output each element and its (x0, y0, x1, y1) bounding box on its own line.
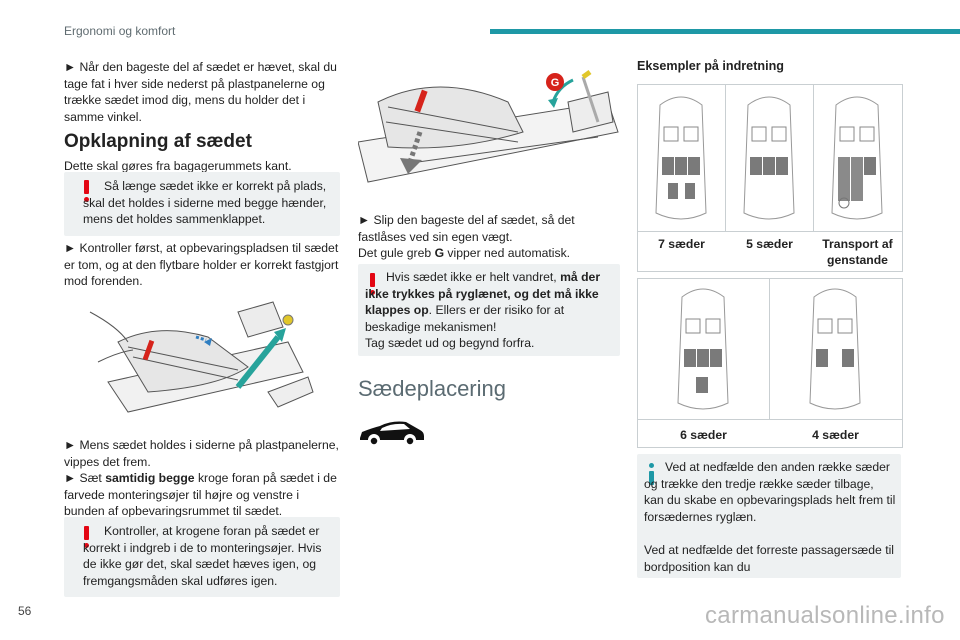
warning-icon (370, 273, 376, 295)
seat-fold-illustration-1 (89, 301, 314, 413)
car-topview-5-seats (743, 96, 795, 220)
caption-5-seats: 5 sæder (746, 237, 793, 251)
step-paragraph-4: ► Slip den bageste del af sædet, så det … (358, 213, 575, 244)
layout-table-2: 6 sæder 4 sæder (637, 278, 903, 448)
running-header: Ergonomi og komfort (64, 24, 176, 38)
car-silhouette-icon (360, 421, 424, 446)
info-box: Ved at nedfælde den anden række sæder og… (637, 454, 901, 578)
car-topview-7-seats (655, 96, 707, 220)
layout-cell-4-seats (770, 279, 901, 419)
car-topview-6-seats (677, 288, 729, 410)
caption-7-seats: 7 sæder (658, 237, 705, 251)
sub-paragraph: Dette skal gøres fra bagagerummets kant. (64, 159, 292, 173)
info-text-2: Ved at nedfælde det forreste passagersæd… (644, 543, 894, 574)
step-paragraph-4b: Det gule greb G vipper ned automatisk. (358, 246, 571, 260)
layout-cell-5-seats (726, 85, 814, 231)
warning-icon (84, 180, 90, 202)
info-icon (649, 463, 655, 485)
layout-table-1: 7 sæder 5 sæder Transport af genstande (637, 84, 903, 272)
step-paragraph-3: ► Sæt samtidig begge kroge foran på sæde… (64, 471, 337, 518)
section-title-seating: Sædeplacering (358, 376, 506, 401)
caption-6-seats: 6 sæder (680, 428, 727, 442)
warning-icon (84, 526, 90, 548)
car-topview-transport (831, 96, 883, 220)
warning-text-3: Hvis sædet ikke er helt vandret, må der … (365, 270, 601, 350)
layout-cell-7-seats (638, 85, 726, 231)
examples-heading: Eksempler på indretning (637, 59, 784, 73)
layout-cell-6-seats (638, 279, 770, 419)
warning-box-1: Så længe sædet ikke er korrekt på plads,… (64, 172, 340, 236)
info-text-1: Ved at nedfælde den anden række sæder og… (644, 460, 896, 524)
step-paragraph-1: ► Kontroller først, at opbevaringspladse… (64, 241, 339, 288)
page-number: 56 (18, 604, 32, 618)
car-topview-4-seats (809, 288, 861, 410)
section-heading: Opklapning af sædet (64, 131, 252, 152)
warning-box-2: Kontroller, at krogene foran på sædet er… (64, 517, 340, 597)
warning-text-1: Så længe sædet ikke er korrekt på plads,… (83, 179, 327, 226)
header-accent-bar (490, 29, 960, 34)
seat-fold-illustration-2: G (358, 69, 619, 183)
caption-4-seats: 4 sæder (812, 428, 859, 442)
warning-box-3: Hvis sædet ikke er helt vandret, må der … (358, 264, 620, 356)
watermark: carmanualsonline.info (705, 602, 945, 629)
callout-g-label: G (551, 77, 560, 89)
warning-text-2: Kontroller, at krogene foran på sædet er… (83, 524, 322, 588)
caption-transport: Transport af genstande (822, 237, 893, 267)
intro-paragraph: ► Når den bageste del af sædet er hævet,… (64, 60, 337, 124)
layout-cell-transport (814, 85, 901, 231)
step-paragraph-2: ► Mens sædet holdes i siderne på plastpa… (64, 438, 339, 469)
